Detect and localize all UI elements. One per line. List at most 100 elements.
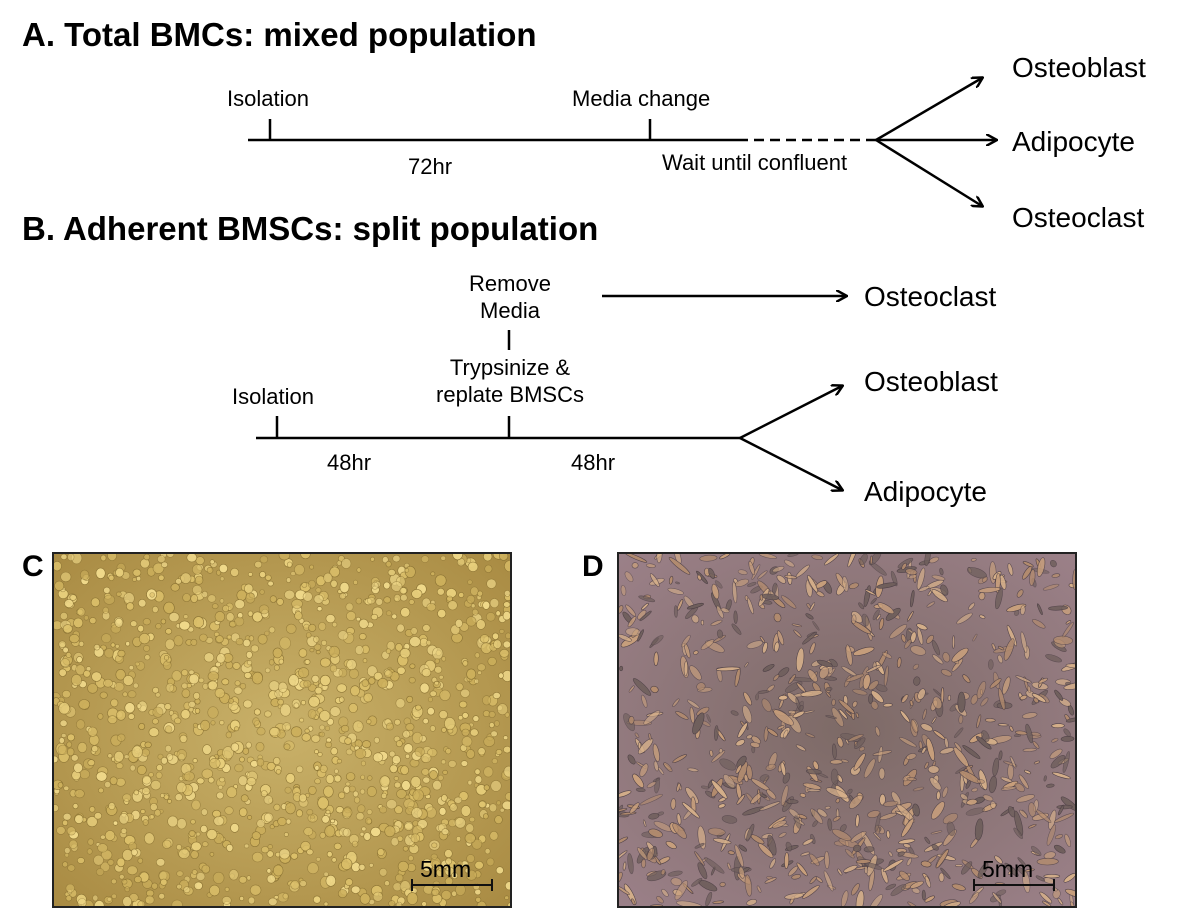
- cell-blob: [252, 852, 263, 862]
- cell-blob: [236, 638, 243, 645]
- cell-blob: [279, 849, 290, 859]
- cell-blob: [316, 588, 321, 593]
- cell-blob: [208, 777, 214, 783]
- cell-blob: [427, 708, 434, 716]
- cell-blob: [286, 578, 291, 583]
- cell-blob: [215, 688, 225, 698]
- cell-blob: [61, 659, 70, 667]
- cell-blob: [364, 833, 371, 841]
- remove-media-line-2: Media: [430, 297, 590, 324]
- cell-blob: [90, 617, 97, 623]
- panel-b-duration-2-label: 48hr: [571, 450, 615, 476]
- cell-blob: [461, 761, 468, 767]
- cell-blob: [475, 776, 482, 784]
- cell-blob: [402, 780, 411, 790]
- cell-blob: [78, 742, 87, 752]
- cell-blob: [384, 881, 389, 886]
- panel-a-title: A. Total BMCs: mixed population: [22, 16, 537, 54]
- cell-blob: [352, 841, 358, 847]
- cell-blob: [76, 720, 85, 730]
- cell-blob: [73, 803, 78, 808]
- cell-blob: [472, 609, 478, 615]
- cell-blob: [60, 720, 67, 727]
- cell-blob: [404, 823, 413, 831]
- cell-blob: [278, 682, 287, 692]
- cell-blob: [324, 786, 334, 797]
- cell-blob: [108, 716, 117, 724]
- cell-blob: [466, 617, 476, 627]
- cell-blob: [497, 801, 501, 805]
- cell-blob: [110, 777, 117, 785]
- cell-blob: [415, 747, 425, 756]
- cell-blob: [280, 704, 291, 716]
- panel-d-micrograph: [617, 552, 1077, 908]
- cell-blob: [299, 649, 307, 658]
- cell-blob: [189, 830, 195, 836]
- cell-blob: [396, 874, 404, 882]
- cell-blob: [191, 842, 201, 851]
- cell-blob: [456, 837, 461, 842]
- cell-blob: [407, 893, 418, 905]
- cell-blob: [203, 745, 212, 755]
- cell-blob: [473, 716, 479, 722]
- cell-blob: [484, 785, 489, 791]
- cell-blob: [492, 633, 498, 640]
- cell-blob: [309, 786, 317, 794]
- cell-blob: [466, 824, 474, 833]
- cell-blob: [831, 699, 835, 706]
- cell-blob: [422, 769, 430, 776]
- cell-blob: [471, 587, 479, 596]
- cell-blob: [468, 562, 478, 572]
- cell-blob: [139, 633, 150, 644]
- cell-blob: [119, 874, 124, 879]
- cell-blob: [92, 746, 98, 752]
- cell-blob: [349, 669, 358, 679]
- cell-blob: [171, 584, 180, 592]
- cell-blob: [123, 794, 131, 802]
- panel-a-arrow-osteoclast: [876, 140, 982, 206]
- cell-blob: [66, 652, 71, 657]
- cell-blob: [341, 859, 352, 870]
- cell-blob: [117, 858, 125, 867]
- cell-blob: [367, 809, 372, 814]
- cell-blob: [128, 691, 136, 698]
- cell-blob: [111, 643, 115, 647]
- cell-blob: [228, 698, 233, 703]
- cell-blob: [182, 689, 190, 698]
- cell-blob: [96, 869, 104, 876]
- cell-blob: [315, 766, 319, 771]
- cell-blob: [161, 879, 168, 885]
- cell-blob: [268, 898, 277, 906]
- cell-blob: [440, 690, 451, 701]
- cell-blob: [144, 554, 150, 560]
- cell-blob: [487, 579, 497, 589]
- cell-blob: [181, 573, 191, 584]
- cell-blob: [939, 873, 945, 882]
- cell-blob: [189, 670, 194, 675]
- cell-blob: [113, 821, 118, 825]
- cell-blob: [174, 718, 181, 724]
- cell-blob: [443, 770, 448, 774]
- cell-blob: [371, 614, 378, 620]
- cell-blob: [320, 675, 330, 686]
- cell-blob: [332, 622, 337, 627]
- cell-blob: [146, 890, 154, 897]
- cell-blob: [79, 641, 84, 646]
- cell-blob: [59, 738, 64, 744]
- panel-c-scale-label: 5mm: [420, 856, 471, 883]
- panel-b-output-adipocyte: Adipocyte: [864, 476, 987, 508]
- cell-blob: [92, 672, 102, 682]
- cell-blob: [298, 668, 308, 678]
- cell-blob: [363, 658, 367, 662]
- cell-blob: [145, 896, 154, 904]
- cell-blob: [390, 765, 398, 773]
- cell-blob: [291, 572, 296, 576]
- cell-blob: [96, 772, 107, 782]
- cell-blob: [493, 692, 500, 698]
- cell-blob: [165, 703, 171, 709]
- cell-blob: [435, 666, 442, 673]
- cell-blob: [64, 847, 70, 853]
- cell-blob: [410, 664, 415, 669]
- cell-blob: [200, 634, 208, 641]
- cell-blob: [465, 833, 475, 843]
